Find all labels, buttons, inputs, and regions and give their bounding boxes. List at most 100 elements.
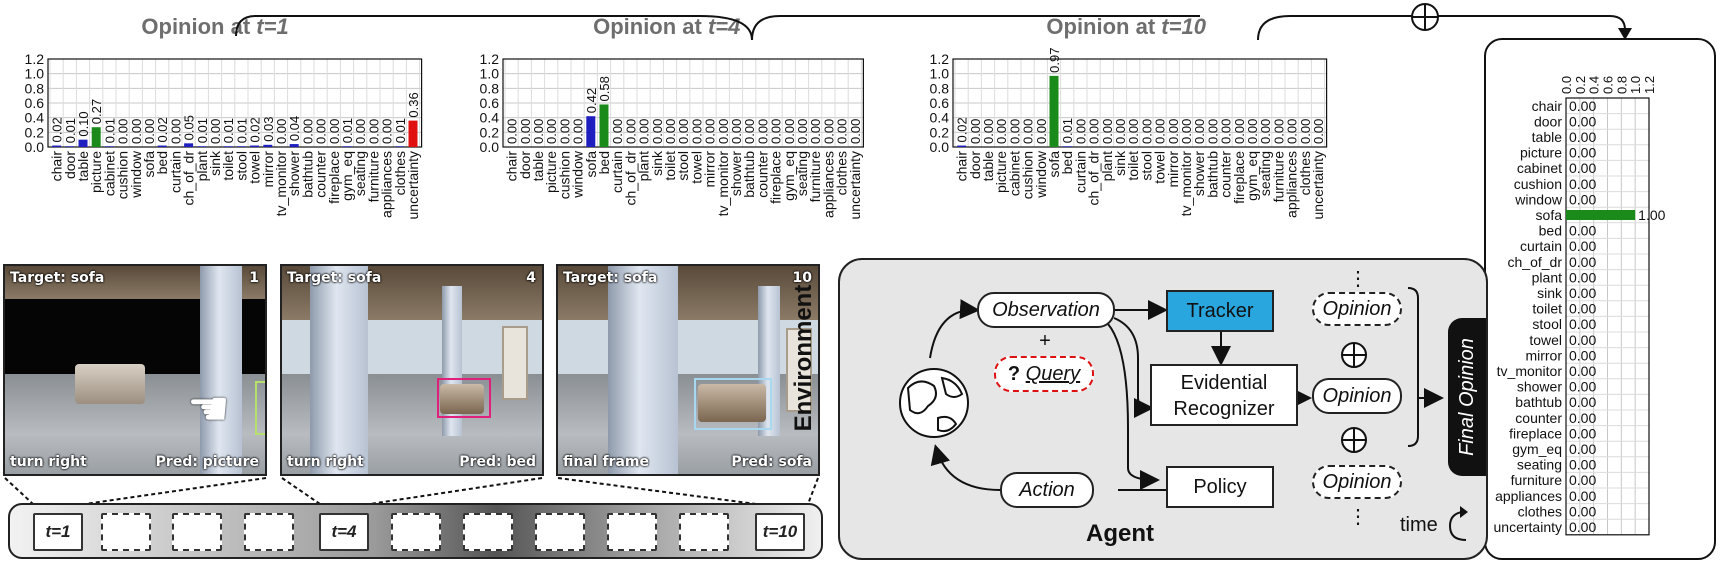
- timeline-step: [391, 513, 441, 551]
- plot-frame: [952, 58, 1328, 148]
- y-tick-label: tv_monitor: [1497, 363, 1563, 379]
- bar-value-label: 0.00: [1073, 119, 1088, 144]
- bar-value-label: 0.36: [406, 92, 421, 117]
- opinion-node-current: Opinion: [1312, 378, 1402, 414]
- x-tick-label: plant: [636, 151, 652, 181]
- bar-value-label: 0.00: [1100, 119, 1115, 144]
- bar-value-label: 0.00: [1258, 119, 1273, 144]
- bar-value-label: 0.04: [287, 116, 302, 141]
- y-tick-label: clothes: [1518, 503, 1562, 519]
- bar-value-label: 0.00: [1126, 119, 1141, 144]
- x-tick-label: 0.4: [1587, 76, 1602, 94]
- bar-value-label: 0.00: [1569, 457, 1596, 473]
- timeline-step-t4: t=4: [319, 513, 369, 551]
- bar-value-label: 0.10: [76, 111, 91, 136]
- bar-value-label: 0.00: [716, 119, 731, 144]
- bar-value-label: 0.02: [155, 117, 170, 142]
- x-tick-label: picture: [993, 151, 1009, 193]
- x-tick-label: door: [62, 151, 78, 179]
- y-tick-label: chair: [1532, 98, 1563, 114]
- x-tick-label: counter: [313, 151, 329, 198]
- x-tick-label: chair: [954, 151, 970, 182]
- x-tick-label: uncertainty: [405, 151, 421, 219]
- bar-value-label: 0.00: [1569, 129, 1596, 145]
- x-tick-label: ch_of_dr: [622, 151, 638, 206]
- x-tick-label: gym_eq: [781, 151, 797, 201]
- fusion-arc-1: [235, 15, 753, 41]
- bar-value-label: 0.02: [248, 117, 263, 142]
- bar-value-label: 0.00: [168, 119, 183, 144]
- bar-value-label: 0.00: [1569, 223, 1596, 239]
- bar-value-label: 0.01: [221, 118, 236, 143]
- y-tick-label: 0.0: [480, 139, 500, 155]
- y-tick-label: plant: [1532, 269, 1562, 285]
- bar-value-label: 0.01: [102, 118, 117, 143]
- bar: [289, 144, 299, 147]
- bar-value-label: 0.00: [1569, 269, 1596, 285]
- bar-value-label: 0.00: [557, 119, 572, 144]
- detection-box: [255, 381, 265, 435]
- y-tick-label: 0.2: [480, 124, 500, 140]
- frame-t4: Target: sofa 4 turn right Pred: bed: [280, 264, 544, 476]
- bar-value-label: 0.00: [505, 119, 520, 144]
- bar-value-label: 0.01: [195, 118, 210, 143]
- bar-value-label: 0.00: [981, 119, 996, 144]
- x-tick-label: fireplace: [1231, 151, 1247, 204]
- bar-value-label: 0.00: [637, 119, 652, 144]
- bar-value-label: 0.00: [1569, 503, 1596, 519]
- bar: [184, 143, 194, 147]
- timeline-step-t10: t=10: [755, 513, 805, 551]
- x-tick-label: sofa: [1046, 151, 1062, 178]
- x-tick-label: bathtub: [1204, 151, 1220, 198]
- x-tick-label: bathtub: [299, 151, 315, 198]
- bar-value-label: 0.27: [89, 99, 104, 124]
- x-tick-label: clothes: [1297, 151, 1313, 195]
- bar-value-label: 0.03: [261, 116, 276, 141]
- observation-node: Observation: [977, 292, 1115, 328]
- cycle-icon: [1448, 506, 1468, 541]
- bar-value-label: 0.00: [610, 119, 625, 144]
- x-tick-label: gym_eq: [1244, 151, 1260, 201]
- x-tick-label: curtain: [609, 151, 625, 193]
- x-tick-label: sofa: [141, 151, 157, 178]
- bar-value-label: 0.00: [1569, 301, 1596, 317]
- frame-action: turn right: [10, 454, 87, 470]
- y-tick-label: uncertainty: [1494, 519, 1562, 535]
- y-tick-label: 0.8: [25, 80, 45, 96]
- x-tick-label: stool: [233, 151, 249, 181]
- bar-value-label: 0.01: [1060, 118, 1075, 143]
- bar-value-label: 0.00: [1192, 119, 1207, 144]
- bar: [1049, 75, 1059, 147]
- plot-frame: [502, 58, 864, 148]
- y-tick-label: 0.6: [930, 95, 950, 111]
- bar-value-label: 0.00: [742, 119, 757, 144]
- x-tick-label: uncertainty: [847, 151, 863, 219]
- bar-value-label: 0.97: [1047, 48, 1062, 73]
- x-tick-label: window: [570, 150, 586, 199]
- x-tick-label: bed: [596, 151, 612, 174]
- bar-value-label: 0.01: [63, 118, 78, 143]
- bar-value-label: 0.00: [729, 119, 744, 144]
- bar-value-label: 0.00: [1113, 119, 1128, 144]
- detection-box: [694, 378, 772, 430]
- y-tick-label: 0.4: [930, 110, 950, 126]
- y-tick-label: 0.6: [25, 95, 45, 111]
- x-tick-label: cushion: [1020, 151, 1036, 199]
- x-tick-label: picture: [88, 151, 104, 193]
- x-tick-label: shower: [728, 151, 744, 196]
- final-opinion-node: [1448, 318, 1486, 476]
- bar-value-label: 0.00: [1569, 379, 1596, 395]
- timeline-step: [172, 513, 222, 551]
- x-tick-label: towel: [247, 151, 263, 184]
- bar-value-label: 0.00: [1569, 98, 1596, 114]
- bar: [957, 145, 967, 147]
- x-tick-label: furniture: [1270, 151, 1286, 203]
- x-tick-label: toilet: [662, 151, 678, 181]
- x-tick-label: picture: [543, 151, 559, 193]
- x-tick-label: mirror: [702, 151, 718, 188]
- timeline-step: [679, 513, 729, 551]
- bar-value-label: 0.00: [755, 119, 770, 144]
- bar: [263, 144, 273, 147]
- bar-value-label: 0.00: [1569, 425, 1596, 441]
- frame-connectors: [4, 477, 819, 505]
